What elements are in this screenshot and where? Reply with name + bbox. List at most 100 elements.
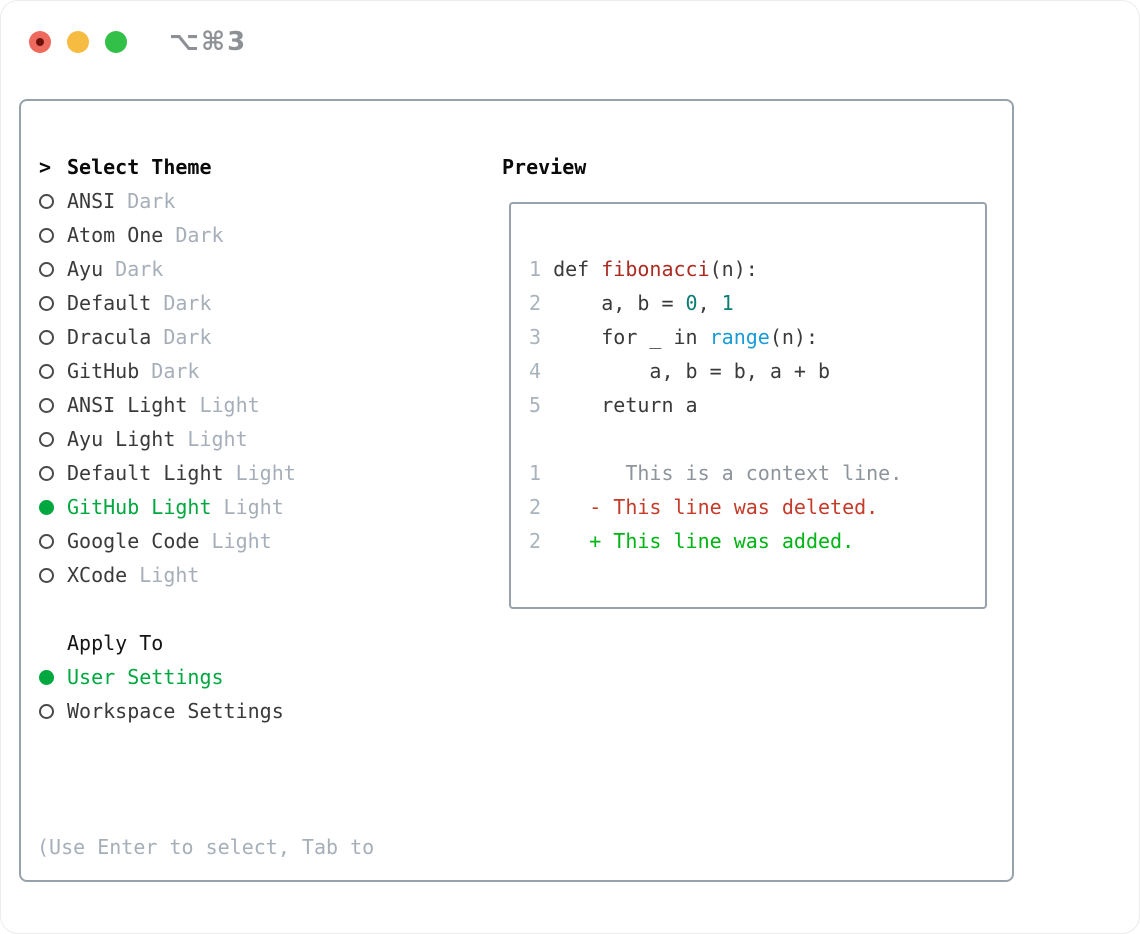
theme-option[interactable]: Dracula Dark — [39, 320, 374, 354]
theme-option[interactable]: ANSI Dark — [39, 184, 374, 218]
radio-icon — [39, 397, 54, 413]
code-token-function: fibonacci — [601, 257, 710, 281]
option-label: Default Light — [67, 461, 224, 485]
theme-option[interactable]: GitHub Light Light — [39, 490, 374, 524]
line-number: 2 — [529, 291, 542, 315]
line-number: 2 — [529, 529, 542, 553]
option-variant-label: Dark — [127, 189, 176, 213]
code-line: 1 def fibonacci(n): — [529, 252, 985, 286]
code-token-plain: for _ in — [553, 325, 710, 349]
code-token-plain: a, b = b, a + b — [553, 359, 831, 383]
apply-to-option[interactable]: User Settings — [39, 660, 374, 694]
code-token-plain: (n): — [709, 257, 758, 281]
option-label: ANSI — [67, 189, 116, 213]
theme-list-column: > Select Theme ANSI Dark Atom One Dark A… — [37, 150, 375, 933]
option-variant-label: Dark — [163, 291, 212, 315]
line-tokens: + This line was added. — [553, 529, 854, 553]
select-theme-title: Select Theme — [67, 155, 212, 179]
help-line-1: (Use Enter to select, Tab to — [37, 835, 375, 859]
minimize-button[interactable] — [67, 31, 89, 53]
code-line: 3 for _ in range(n): — [529, 320, 985, 354]
code-line: 5 return a — [529, 388, 985, 422]
radio-icon — [39, 329, 54, 345]
line-tokens: This is a context line. — [553, 461, 902, 485]
code-line — [529, 422, 985, 456]
option-label: User Settings — [67, 665, 224, 689]
apply-to-list: User Settings Workspace Settings — [39, 660, 374, 728]
radio-icon — [39, 567, 54, 583]
code-token-plain: a, b = — [553, 291, 686, 315]
code-token-builtin: range — [709, 325, 770, 349]
option-label: GitHub — [67, 359, 140, 383]
line-number: 5 — [529, 393, 542, 417]
option-label: Ayu Light — [67, 427, 176, 451]
code-token-plain — [553, 495, 589, 519]
radio-icon — [39, 193, 54, 209]
line-number: 2 — [529, 495, 542, 519]
apply-to-header: Apply To — [39, 626, 374, 660]
option-label: GitHub Light — [67, 495, 212, 519]
close-button[interactable] — [29, 31, 51, 53]
theme-option[interactable]: Default Dark — [39, 286, 374, 320]
option-label: XCode — [67, 563, 128, 587]
code-token-added: + This line was added. — [589, 529, 855, 553]
option-label: Dracula — [67, 325, 152, 349]
option-label: ANSI Light — [67, 393, 188, 417]
option-variant-label: Dark — [151, 359, 200, 383]
code-token-plain: , — [697, 291, 722, 315]
line-tokens: for _ in range(n): — [553, 325, 818, 349]
radio-icon — [39, 261, 54, 277]
select-theme-header: > Select Theme — [39, 150, 374, 184]
code-token-plain: (n): — [769, 325, 819, 349]
option-variant-label: Light — [235, 461, 296, 485]
preview-pane: 1 def fibonacci(n): 2 a, b = 0, 1 3 for … — [509, 202, 987, 609]
radio-icon — [39, 669, 54, 685]
line-number: 1 — [529, 257, 542, 281]
radio-icon — [39, 533, 54, 549]
theme-option[interactable]: Ayu Dark — [39, 252, 374, 286]
maximize-button[interactable] — [105, 31, 127, 53]
window-title: ⌥⌘3 — [169, 27, 248, 57]
option-variant-label: Dark — [175, 223, 224, 247]
line-tokens: - This line was deleted. — [553, 495, 878, 519]
theme-list: ANSI Dark Atom One Dark Ayu Dark Default… — [39, 184, 374, 592]
line-number: 1 — [529, 461, 542, 485]
theme-option[interactable]: ANSI Light Light — [39, 388, 374, 422]
radio-icon — [39, 465, 54, 481]
theme-option[interactable]: Default Light Light — [39, 456, 374, 490]
theme-picker-panel: > Select Theme ANSI Dark Atom One Dark A… — [19, 99, 1014, 882]
line-tokens: return a — [553, 393, 698, 417]
line-tokens: a, b = b, a + b — [553, 359, 830, 383]
code-line: 2 - This line was deleted. — [529, 490, 985, 524]
radio-icon — [39, 295, 54, 311]
theme-option[interactable]: Atom One Dark — [39, 218, 374, 252]
theme-option[interactable]: Ayu Light Light — [39, 422, 374, 456]
option-variant-label: Light — [223, 495, 284, 519]
radio-icon — [39, 431, 54, 447]
apply-to-title: Apply To — [67, 631, 164, 655]
close-dot-icon — [36, 38, 44, 46]
option-variant-label: Light — [139, 563, 200, 587]
code-token-plain: return a — [553, 393, 698, 417]
theme-option[interactable]: XCode Light — [39, 558, 374, 592]
code-token-plain — [553, 529, 589, 553]
option-variant-label: Light — [199, 393, 260, 417]
apply-to-option[interactable]: Workspace Settings — [39, 694, 374, 728]
code-line: 2 a, b = 0, 1 — [529, 286, 985, 320]
line-tokens: def fibonacci(n): — [553, 257, 758, 281]
theme-option[interactable]: Google Code Light — [39, 524, 374, 558]
help-text: (Use Enter to select, Tab to change focu… — [37, 762, 375, 933]
line-number: 3 — [529, 325, 542, 349]
code-token-number: 0 — [685, 291, 698, 315]
option-variant-label: Dark — [163, 325, 212, 349]
option-variant-label: Light — [211, 529, 272, 553]
radio-icon — [39, 703, 54, 719]
preview-title: Preview — [502, 155, 587, 179]
radio-icon — [39, 499, 54, 515]
option-label: Ayu — [67, 257, 104, 281]
code-token-context: This is a context line. — [553, 461, 903, 485]
line-number: 4 — [529, 359, 542, 383]
spacer — [39, 728, 374, 762]
theme-option[interactable]: GitHub Dark — [39, 354, 374, 388]
